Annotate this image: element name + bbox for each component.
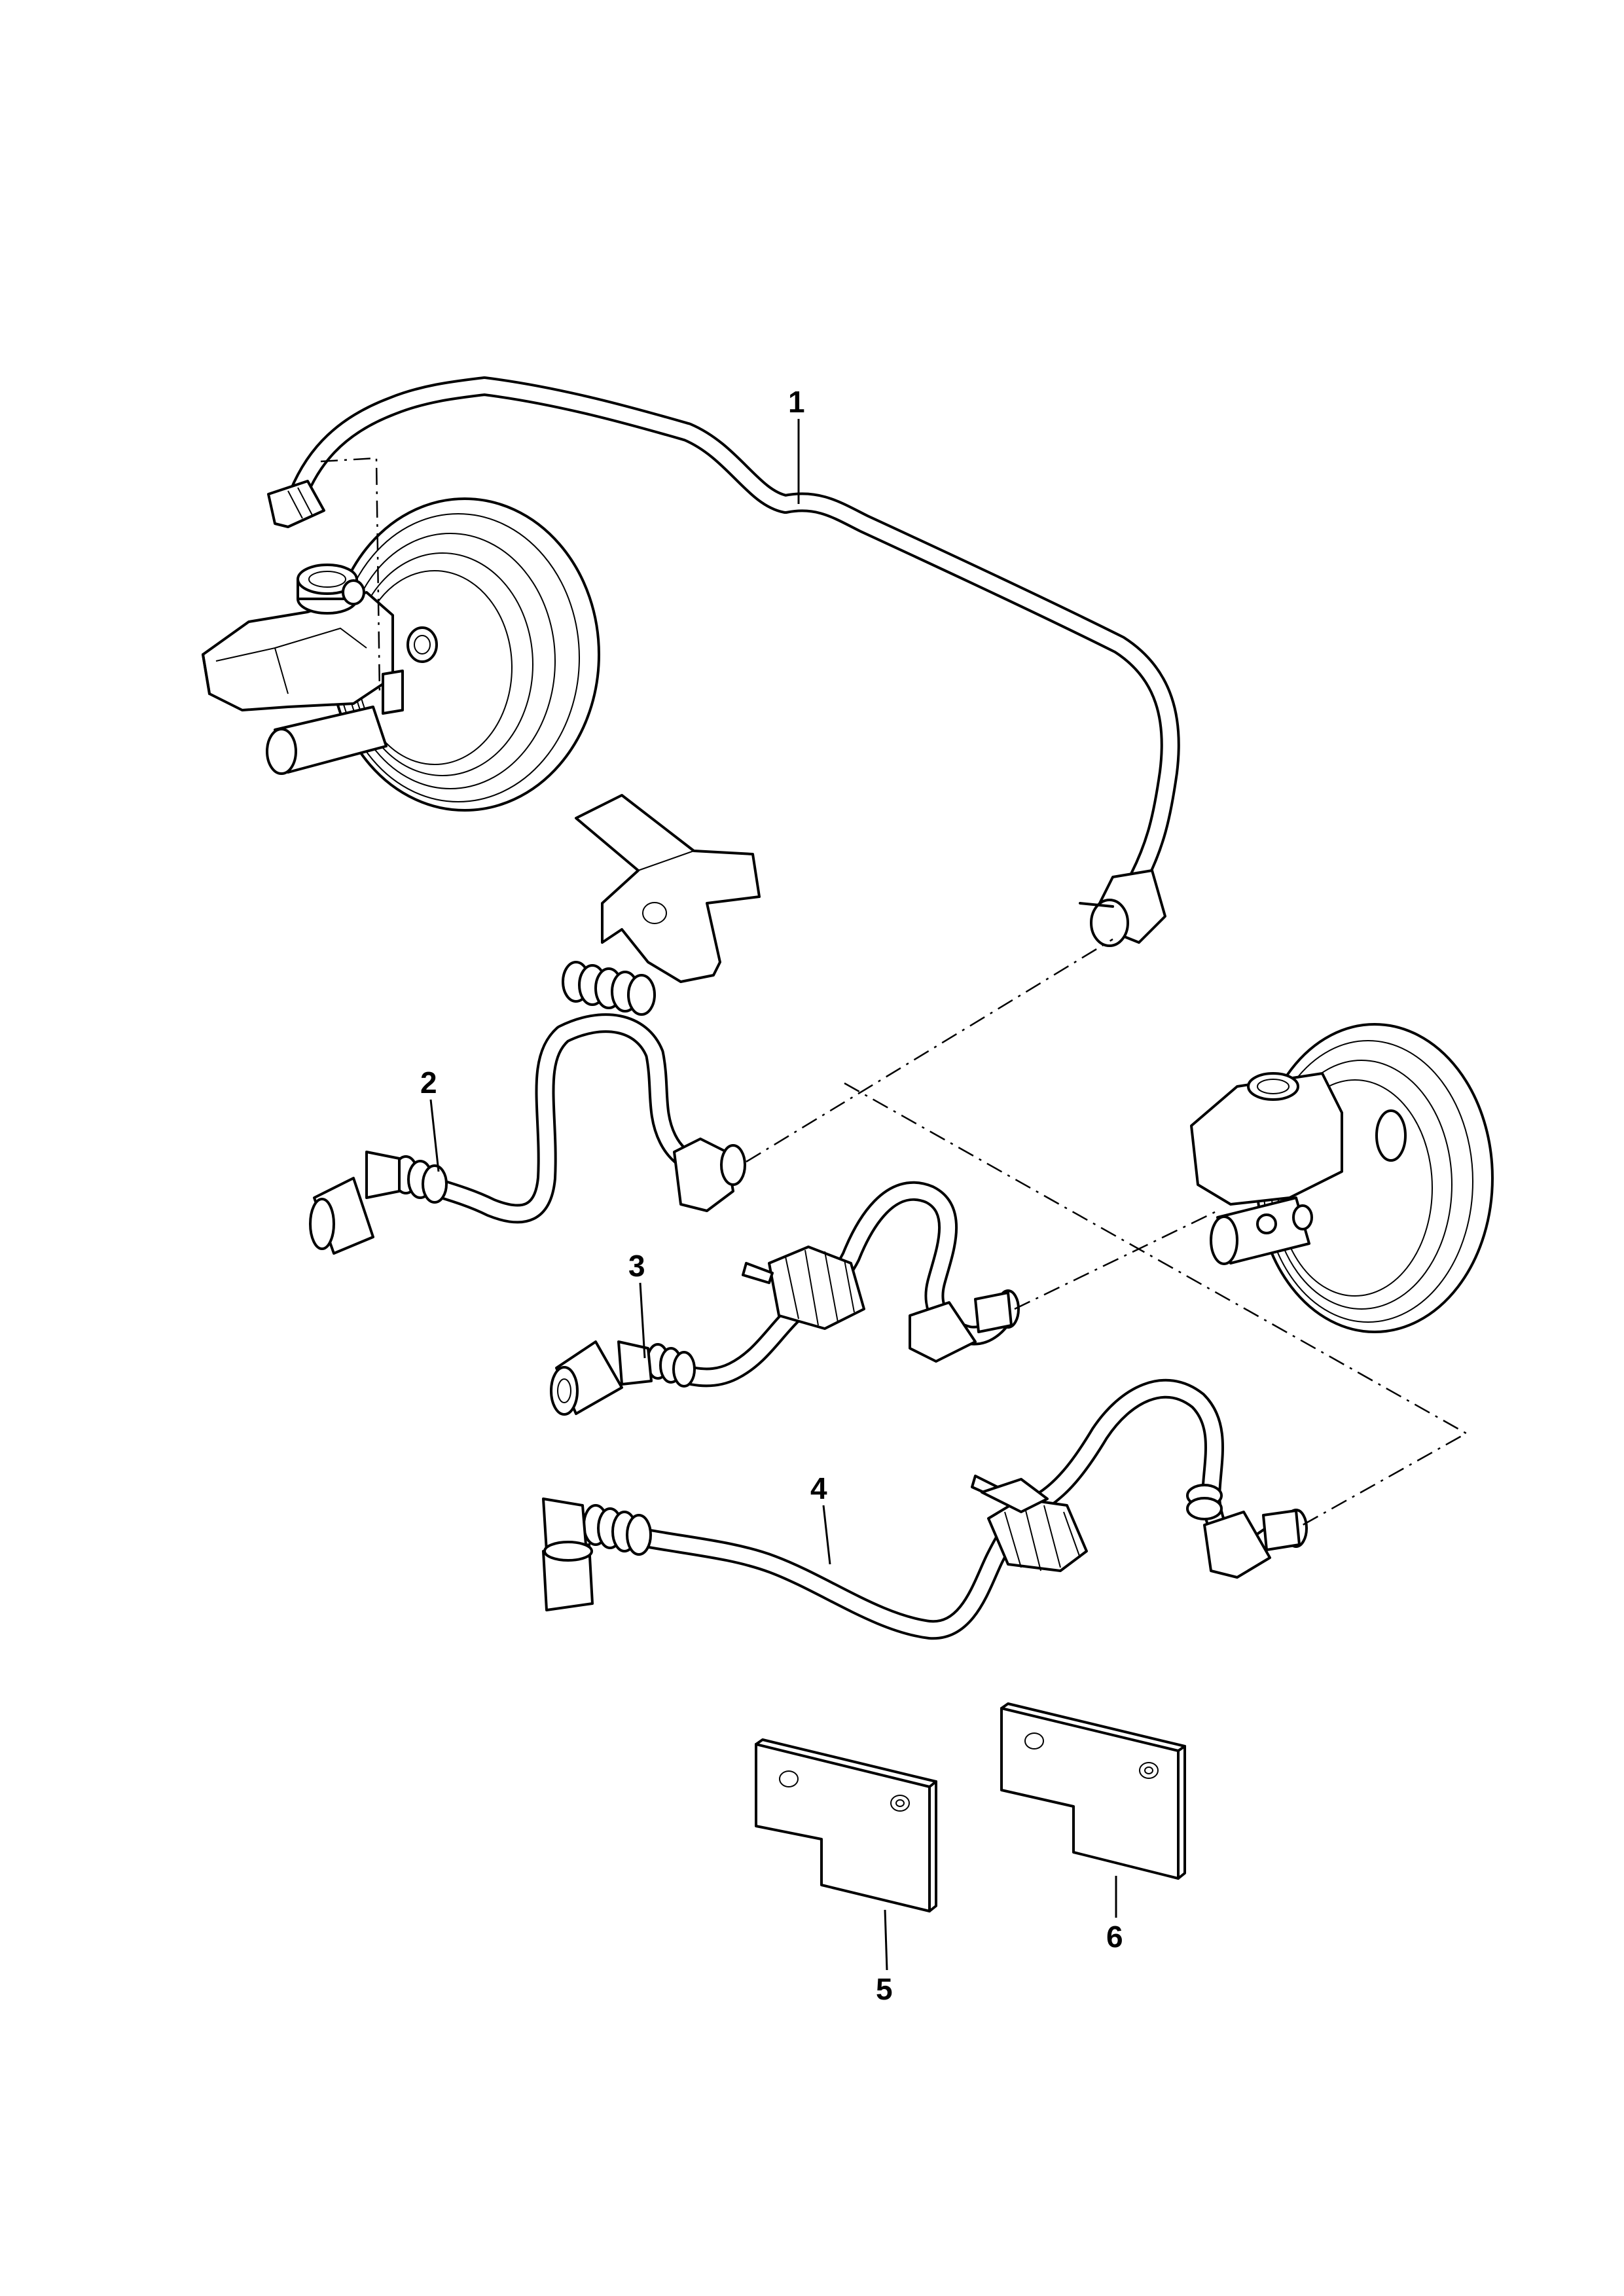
connection-lines	[320, 457, 1468, 1526]
callout-1: 1	[788, 385, 805, 419]
callout-3: 3	[628, 1249, 645, 1283]
hose-1	[267, 376, 1180, 947]
callouts: 1 2 3 4 5 6	[420, 385, 1123, 2006]
hose-4	[542, 1378, 1308, 1640]
brake-booster-upper	[202, 497, 600, 812]
hose-3	[550, 1181, 1020, 1416]
brake-booster-right	[1190, 1023, 1494, 1333]
callout-6: 6	[1106, 1920, 1123, 1954]
callout-5: 5	[876, 1972, 893, 2006]
callout-2: 2	[420, 1066, 437, 1100]
plate-6	[1000, 1702, 1186, 1880]
plate-5	[755, 1738, 937, 1912]
callout-4: 4	[810, 1471, 827, 1505]
hose-2	[309, 794, 761, 1255]
